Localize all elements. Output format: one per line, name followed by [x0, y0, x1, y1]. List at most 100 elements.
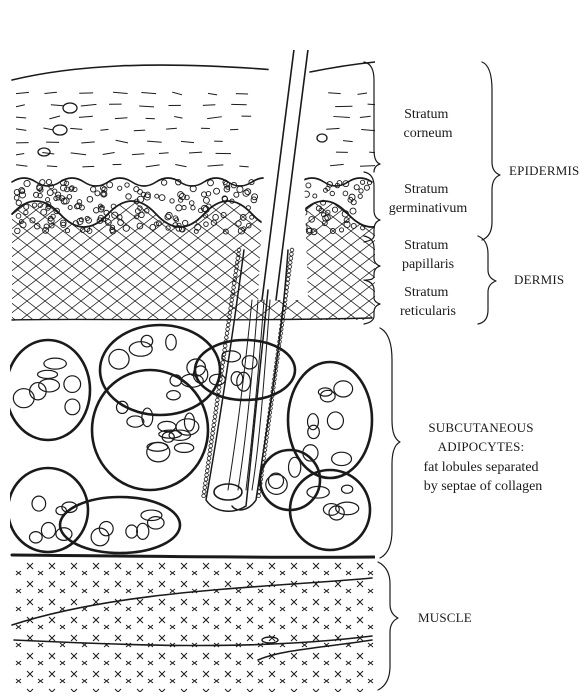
germinativum-cell — [176, 205, 182, 211]
adipocyte — [137, 523, 149, 539]
corneum-dash — [333, 116, 349, 117]
corneum-dash — [208, 93, 217, 95]
corneum-dash — [203, 105, 216, 106]
corneum-dash — [181, 141, 194, 142]
germinativum-cell — [87, 196, 93, 202]
corneum-dash — [343, 141, 353, 142]
corneum-dash — [16, 129, 26, 130]
germinativum-cell — [16, 200, 21, 205]
labels: Stratum corneum Stratum germinativum EPI… — [389, 107, 580, 625]
corneum-dash — [47, 166, 57, 167]
corneum-dash — [360, 166, 376, 167]
adipocyte — [268, 473, 283, 488]
germinativum-cell — [358, 194, 362, 198]
brackets — [364, 62, 500, 690]
dermis-region — [12, 201, 396, 320]
corneum-cell — [38, 148, 50, 156]
bracket-dermis — [478, 236, 496, 324]
adipocyte — [38, 370, 58, 378]
label-stratum-reticularis: Stratum reticularis — [400, 285, 456, 319]
corneum-dash — [16, 154, 24, 155]
corneum-dash — [147, 141, 162, 142]
bracket-muscle — [378, 562, 398, 690]
germinativum-cell — [359, 189, 363, 193]
adipocyte — [308, 425, 320, 438]
label-muscle: MUSCLE — [418, 610, 472, 625]
corneum-dash — [42, 153, 54, 154]
sheath-cell — [221, 361, 225, 365]
adipocyte — [342, 485, 353, 493]
corneum-dash — [100, 129, 108, 130]
adipocyte — [289, 457, 301, 477]
bracket-subcutaneous — [380, 328, 400, 558]
corneum-dash — [16, 165, 27, 167]
germinativum-cell — [95, 191, 100, 196]
adipocyte — [41, 523, 55, 539]
corneum-dash — [207, 117, 222, 119]
sheath-cell — [214, 411, 218, 415]
germinativum-cell — [343, 191, 348, 196]
sheath-cell — [206, 465, 210, 469]
sheath-cell — [223, 344, 227, 348]
adipocyte — [184, 413, 194, 431]
sheath-cell — [208, 452, 212, 456]
germinativum-cell — [243, 190, 249, 196]
sheath-cell — [204, 482, 208, 486]
sheath-cell — [226, 323, 230, 327]
corneum-dash — [81, 104, 97, 106]
sheath-cell — [213, 419, 217, 423]
adipocyte — [65, 399, 80, 415]
germinativum-cell — [306, 183, 311, 188]
corneum-dash — [328, 93, 340, 94]
germinativum-cell — [47, 190, 53, 196]
germinativum-cell — [53, 189, 57, 193]
corneum-dash — [49, 116, 60, 119]
corneum-dash — [71, 153, 86, 155]
adipocyte — [147, 517, 164, 529]
bracket-epidermis — [482, 62, 500, 240]
corneum-dash — [239, 166, 248, 167]
corneum-dash — [16, 105, 25, 107]
adipocyte — [334, 381, 353, 397]
germinativum-cell — [102, 192, 106, 196]
label-epidermis: EPIDERMIS — [509, 163, 579, 178]
label-stratum-papillaris: Stratum papillaris — [402, 238, 454, 272]
germinativum-cell — [79, 205, 84, 210]
corneum-cell — [63, 103, 77, 113]
adipocyte — [29, 532, 42, 543]
sheath-cell — [211, 432, 215, 436]
germinativum-cell — [203, 197, 209, 203]
muscle-region — [12, 560, 374, 692]
germinativum-cell — [68, 205, 72, 209]
corneum-dash — [44, 92, 56, 93]
sheath-cell — [202, 494, 206, 498]
adipocyte — [318, 388, 332, 396]
sheath-cell — [202, 490, 206, 494]
sheath-cell — [207, 461, 211, 465]
sheath-cell — [226, 327, 230, 331]
corneum-dash — [166, 128, 177, 129]
germinativum-cell — [67, 195, 71, 199]
adipocyte — [13, 389, 34, 408]
adipocyte — [32, 496, 46, 511]
stratum-corneum-region — [12, 62, 386, 167]
sheath-cell — [205, 473, 209, 477]
sheath-cell — [212, 423, 216, 427]
adipocyte — [329, 506, 344, 520]
sheath-cell — [223, 348, 227, 352]
sheath-cell — [213, 415, 217, 419]
adipocyte — [166, 334, 177, 350]
sheath-cell — [209, 444, 213, 448]
germinativum-cell — [118, 186, 122, 190]
germinativum-cell — [237, 186, 243, 192]
adipocyte — [327, 412, 343, 429]
corneum-dash — [139, 106, 154, 107]
subcutaneous-fat-region — [6, 325, 374, 557]
corneum-dash — [132, 154, 144, 155]
corneum-dash — [103, 153, 115, 155]
corneum-dash — [189, 152, 202, 153]
fat-lobule — [92, 370, 208, 490]
corneum-cell — [53, 125, 67, 135]
germinativum-cell — [364, 185, 369, 190]
corneum-dash — [175, 164, 186, 166]
